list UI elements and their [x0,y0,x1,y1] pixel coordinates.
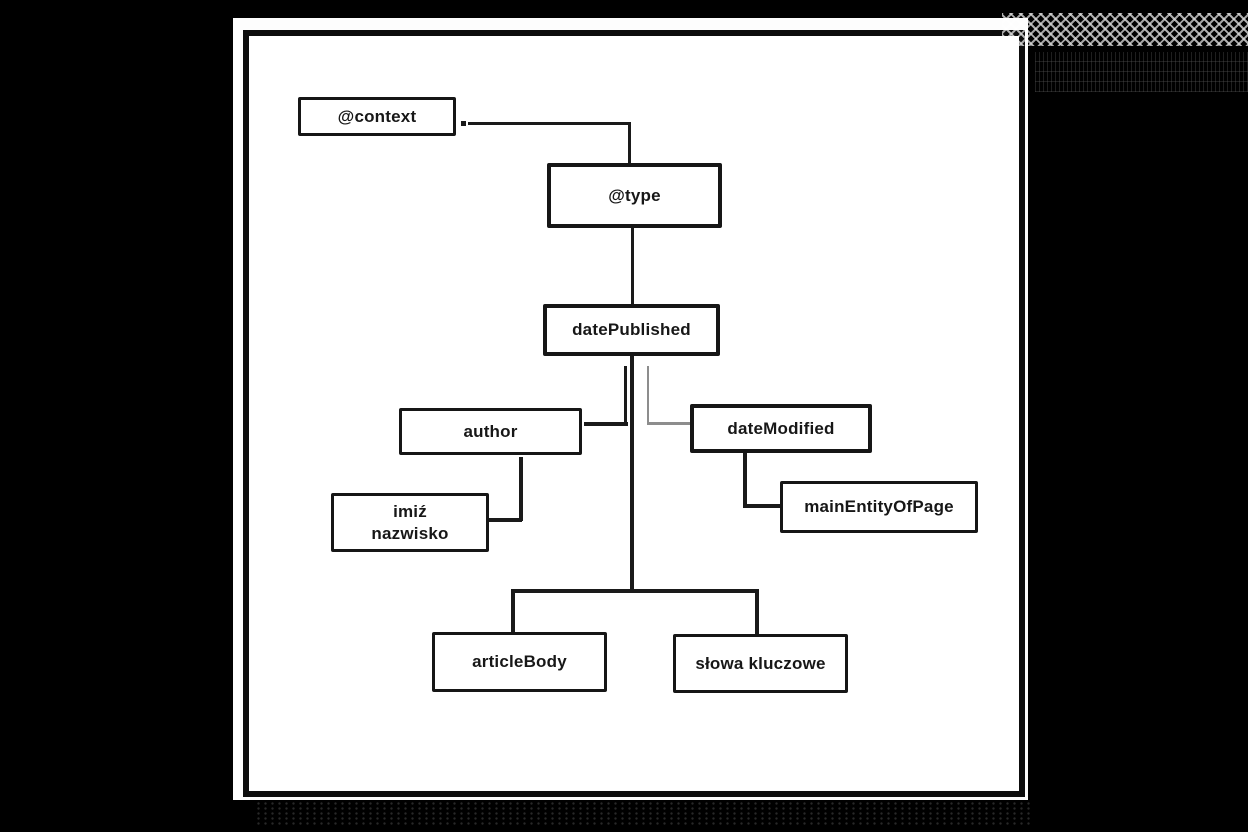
connector-author-v [624,366,627,426]
node-type: @type [547,163,722,228]
node-author: author [399,408,582,455]
node-date-published: datePublished [543,304,720,356]
node-main-entity-of-page: mainEntityOfPage [780,481,978,533]
node-keywords: słowa kluczowe [673,634,848,693]
connector-bottom-bar [511,589,759,593]
connector-keywords-drop [755,589,759,635]
diagram-panel [243,30,1025,797]
node-author-name-text: imiź nazwisko [371,502,449,543]
connector-context-type-v [628,122,631,163]
connector-authorname-v [519,457,523,521]
connector-trunk [630,356,634,592]
connector-datemodified-v [647,366,649,424]
scan-noise-bottom [255,801,1030,825]
connector-context-type-h [468,122,630,125]
node-date-modified: dateModified [690,404,872,453]
connector-datemodified-h [647,422,690,425]
connector-articlebody-drop [511,589,515,633]
node-context: @context [298,97,456,136]
node-article-body: articleBody [432,632,607,692]
connector-type-datepublished [631,228,634,304]
connector-mainentity-v [743,453,747,508]
connector-mainentity-h [743,504,780,508]
connector-context-dot [461,121,466,126]
connector-author-h [584,422,628,426]
node-author-name: imiź nazwisko [331,493,489,552]
scan-noise-speckle-rows [1035,52,1248,92]
scan-noise-crosshatch [1002,13,1248,46]
connector-authorname-h [489,518,522,522]
